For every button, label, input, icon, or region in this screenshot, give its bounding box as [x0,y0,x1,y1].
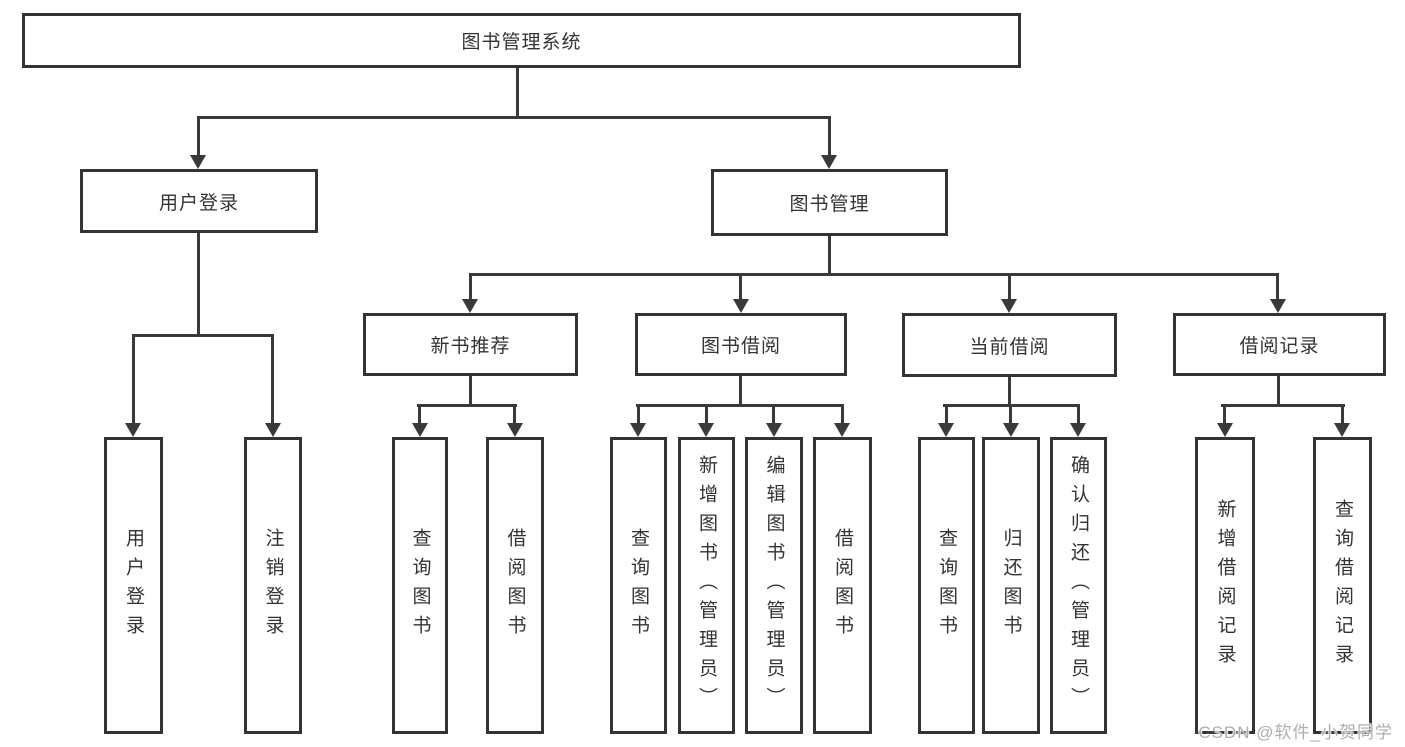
leaf-query-books-borrowing: 查询图书 [610,437,667,734]
connector-line [469,273,472,301]
leaf-query-borrow-record: 查询借阅记录 [1313,437,1372,734]
leaf-query-books-recommend: 查询图书 [392,437,448,734]
node-current-borrowing: 当前借阅 [902,313,1117,377]
connector-line [417,404,517,407]
connector-line [516,68,519,118]
connector-line [945,404,948,424]
connector-arrowhead [698,423,714,437]
leaf-add-borrow-record: 新增借阅记录 [1195,437,1255,734]
connector-line [772,404,775,424]
connector-line [828,116,831,156]
connector-line [1276,273,1279,301]
connector-line [705,404,708,424]
connector-arrowhead [1217,423,1233,437]
connector-line [197,233,200,337]
connector-arrowhead [1003,423,1019,437]
leaf-logout-label: 注销登录 [262,527,284,644]
connector-line [132,334,135,424]
leaf-add-books-admin: 新增图书（管理员） [678,437,735,734]
node-user-login-label: 用户登录 [158,192,239,214]
node-book-management-label: 图书管理 [789,194,870,215]
watermark: CSDN @软件_小贺同学 [1198,723,1393,742]
connector-arrowhead [630,423,646,437]
connector-arrowhead [834,423,850,437]
connector-line [841,404,844,424]
leaf-logout: 注销登录 [244,437,302,734]
leaf-query-books-recommend-label: 查询图书 [409,527,431,644]
node-user-login: 用户登录 [80,169,318,233]
node-current-borrowing-label: 当前借阅 [969,336,1050,358]
connector-line [1223,404,1226,424]
leaf-query-books-borrowing-label: 查询图书 [628,527,649,644]
connector-line [636,404,844,407]
connector-arrowhead [190,155,206,169]
leaf-edit-books-admin: 编辑图书（管理员） [745,437,803,734]
node-new-book-recommend: 新书推荐 [363,313,578,376]
connector-arrowhead [1001,299,1017,313]
connector-arrowhead [821,155,837,169]
connector-line [637,404,640,424]
connector-line [1221,404,1345,407]
connector-line [1277,376,1280,406]
connector-arrowhead [733,299,749,313]
leaf-edit-books-admin-label: 编辑图书（管理员） [763,455,785,716]
connector-line [197,116,831,119]
connector-line [1008,377,1011,406]
connector-arrowhead [766,423,782,437]
connector-line [739,376,742,406]
leaf-borrow-books-recommend-label: 借阅图书 [504,527,526,644]
node-borrowing-records-label: 借阅记录 [1239,336,1320,357]
node-book-management: 图书管理 [711,169,948,236]
leaf-query-books-current-label: 查询图书 [936,527,957,644]
connector-arrowhead [125,423,141,437]
connector-line [418,404,421,424]
leaf-borrow-books-label: 借阅图书 [832,527,853,644]
leaf-user-login-label: 用户登录 [123,527,144,644]
leaf-borrow-books-recommend: 借阅图书 [486,437,544,734]
connector-line [1008,273,1011,301]
leaf-confirm-return-admin-label: 确认归还（管理员） [1068,455,1089,716]
connector-arrowhead [507,423,523,437]
connector-line [469,273,1279,276]
node-root: 图书管理系统 [22,13,1021,68]
leaf-borrow-books: 借阅图书 [813,437,872,734]
connector-line [132,334,273,337]
leaf-confirm-return-admin: 确认归还（管理员） [1050,437,1107,734]
connector-arrowhead [462,299,478,313]
node-root-label: 图书管理系统 [461,32,582,53]
connector-arrowhead [1270,299,1286,313]
connector-arrowhead [938,423,954,437]
connector-arrowhead [265,423,281,437]
connector-line [513,404,516,424]
connector-arrowhead [412,423,428,437]
connector-line [469,376,472,406]
connector-line [1077,404,1080,424]
leaf-add-borrow-record-label: 新增借阅记录 [1214,498,1236,673]
node-book-borrowing-label: 图书借阅 [700,336,781,357]
connector-arrowhead [1334,423,1350,437]
leaf-user-login: 用户登录 [104,437,163,734]
connector-arrowhead [1070,423,1086,437]
connector-line [271,334,274,424]
connector-line [739,273,742,301]
leaf-return-books: 归还图书 [982,437,1040,734]
leaf-query-books-current: 查询图书 [918,437,975,734]
node-book-borrowing: 图书借阅 [635,313,847,376]
connector-line [1009,404,1012,424]
connector-line [197,116,200,156]
leaf-add-books-admin-label: 新增图书（管理员） [696,455,717,716]
connector-line [828,236,831,275]
leaf-query-borrow-record-label: 查询借阅记录 [1332,498,1353,673]
node-new-book-recommend-label: 新书推荐 [430,336,511,357]
leaf-return-books-label: 归还图书 [1000,527,1022,644]
node-borrowing-records: 借阅记录 [1173,313,1386,376]
connector-line [1341,404,1344,424]
